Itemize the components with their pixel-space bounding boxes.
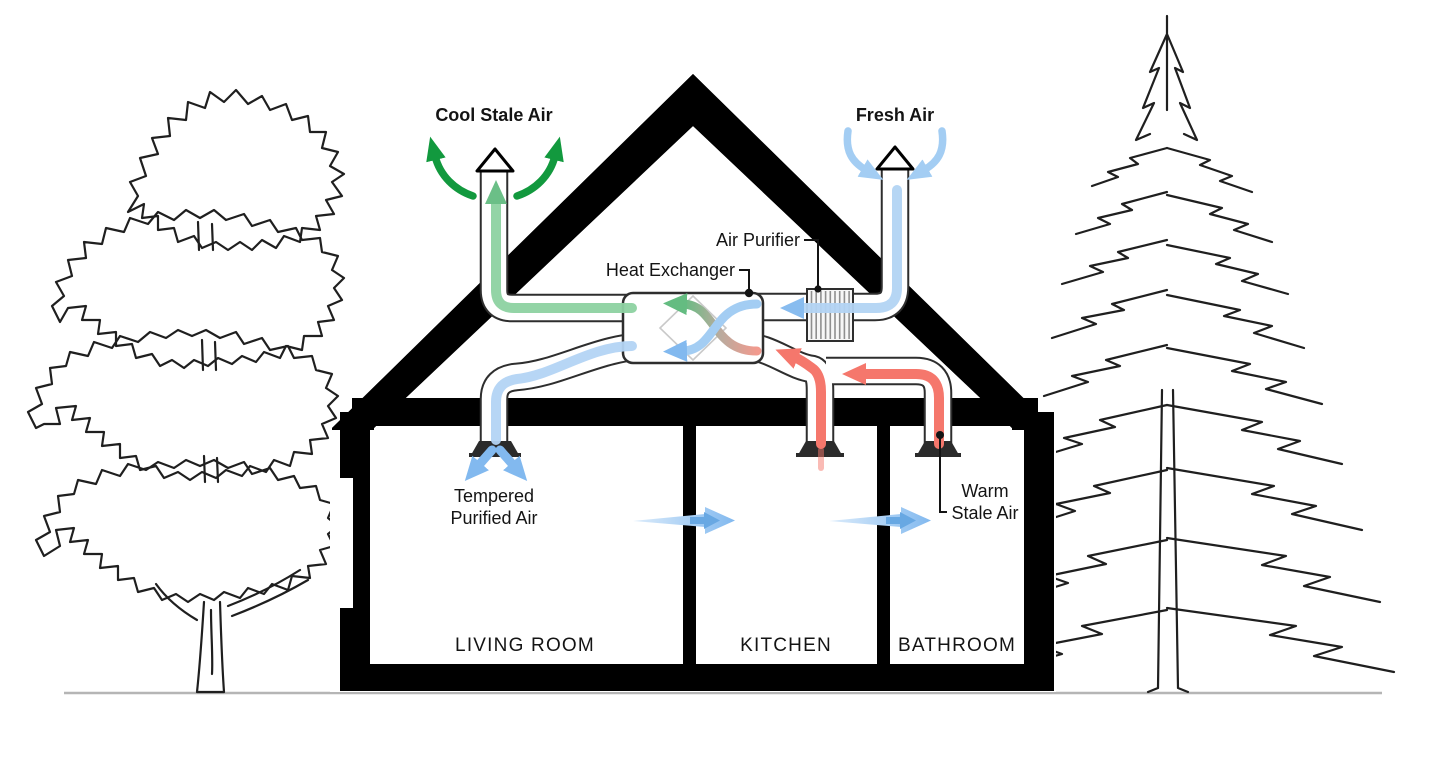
interior-wall-kitchen-bathroom: [877, 426, 890, 666]
tempered-purified-air-label-line2: Purified Air: [450, 508, 537, 528]
left-tree-canopy-3: [26, 328, 340, 482]
fresh-air-arrow-left: [843, 127, 884, 180]
flow-extract-kitchen: [775, 348, 826, 449]
flow-supply-spread-left: [464, 445, 497, 482]
ceiling-slab: [352, 398, 1038, 426]
fresh-air-label: Fresh Air: [856, 105, 934, 125]
right-tree-branches-left: [1010, 146, 1169, 670]
hx-flow-fresh-blue: [663, 299, 762, 362]
right-tree-trunk: [1146, 388, 1190, 694]
heat-exchanger-unit: [621, 291, 765, 365]
cool-stale-arrow-right: [513, 136, 564, 200]
right-wall: [1024, 412, 1054, 691]
left-tree-canopy-2: [50, 208, 346, 370]
air-purifier-leader-dot: [814, 285, 822, 293]
transfer-arrow-kitchen-bathroom: [829, 507, 931, 534]
warm-stale-air-label-line1: Warm: [961, 481, 1008, 501]
flow-supply-living: [491, 341, 637, 445]
transfer-arrow-living-kitchen-dark: [690, 512, 720, 529]
heat-exchanger-leader-dot: [744, 288, 754, 298]
duct-flows: [464, 180, 944, 482]
air-purifier-filter-stripes: [810, 291, 850, 339]
heat-exchanger-leader: [739, 269, 750, 290]
tempered-purified-air-label-line1: Tempered: [454, 486, 534, 506]
transfer-arrows: [633, 507, 931, 534]
heat-exchanger-label: Heat Exchanger: [606, 260, 735, 280]
warm-stale-air-label-line2: Stale Air: [951, 503, 1018, 523]
left-wall-window: [340, 478, 353, 608]
room-label-living-room: LIVING ROOM: [455, 635, 595, 656]
right-tree-top: [1134, 14, 1199, 142]
floor-slab: [340, 664, 1054, 691]
exhaust-vent-cap: [475, 147, 515, 173]
room-label-kitchen: KITCHEN: [740, 635, 832, 656]
warm-stale-leader: [939, 437, 947, 513]
heat-exchanger-core-diamond: [658, 294, 728, 362]
warm-stale-leader-dot: [936, 431, 944, 439]
left-tree: [26, 88, 346, 694]
interior-wall-living-kitchen: [683, 426, 696, 666]
left-tree-trunk-glimpses: [196, 220, 220, 484]
roof-band: [332, 74, 1054, 428]
left-tree-canopy-top: [126, 88, 346, 252]
house-silhouette: [330, 70, 1056, 692]
room-label-bathroom: BATHROOM: [898, 635, 1016, 656]
leader-lines: [739, 239, 947, 513]
flow-fresh-blue: [780, 185, 902, 319]
left-tree-trunk: [195, 600, 226, 694]
fresh-air-arrow-right: [906, 127, 947, 180]
transfer-arrow-kitchen-bathroom-dark: [886, 512, 916, 529]
air-purifier-unit: [806, 288, 854, 342]
outside-arrows: [426, 127, 947, 200]
right-tree: [1010, 14, 1396, 694]
cool-stale-air-label: Cool Stale Air: [435, 105, 552, 125]
house-structure: [332, 74, 1054, 691]
right-tree-branches-right: [1165, 146, 1396, 674]
left-tree-canopy-4: [34, 458, 340, 604]
left-tree-branch-right: [226, 568, 310, 618]
fresh-vent-cap: [875, 145, 915, 171]
air-purifier-label: Air Purifier: [716, 230, 800, 250]
air-purifier-leader: [804, 239, 819, 287]
cool-stale-arrow-left: [426, 136, 477, 200]
flow-extract-bathroom: [842, 363, 944, 449]
flow-exhaust-green: [485, 180, 637, 313]
left-tree-branch-left: [154, 582, 199, 622]
flow-supply-spread-right: [495, 445, 528, 482]
transfer-arrow-living-kitchen: [633, 507, 735, 534]
